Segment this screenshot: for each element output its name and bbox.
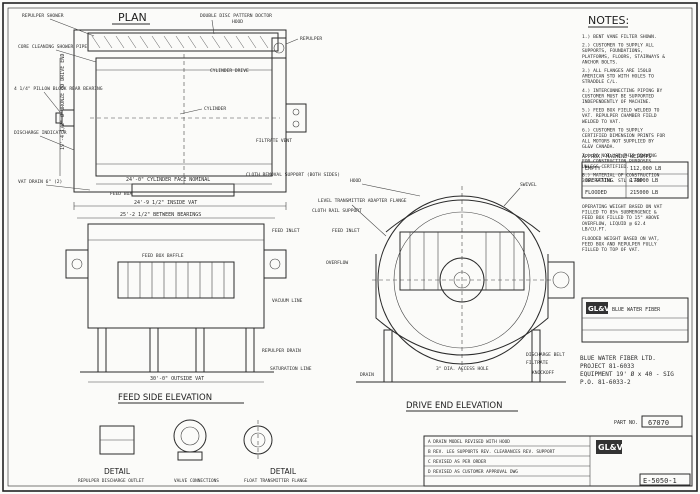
- revision-c: C REVISED AS PER ORDER: [428, 459, 487, 465]
- drawing-number: E-5050-1: [643, 477, 677, 485]
- po-number: P.O. 81-6033-2: [580, 379, 631, 386]
- weight-empty-label: EMPTY: [585, 166, 601, 172]
- plan-callout-vat-drain: VAT DRAIN 6" (2): [18, 179, 62, 185]
- plan-vat-outline: [73, 29, 287, 193]
- plan-callout-filtrate-vent: FILTRATE VENT: [256, 138, 292, 144]
- revision-a: A DRAIN MODEL REVISED WITH HOOD: [428, 439, 510, 445]
- note-item: 1.) BENT VANE FILTER SHOWN.: [582, 34, 657, 40]
- plan-title: PLAN: [118, 11, 147, 24]
- feed-callout-repulper-drain: REPULPER DRAIN: [262, 348, 301, 354]
- plan-callout-cloth-removal: CLOTH REMOVAL SUPPORT (BOTH SIDES): [246, 172, 340, 178]
- details-row: DETAIL REPULPER DISCHARGE OUTLET VALVE C…: [78, 419, 308, 484]
- weight-empty-value: 112,000 LB: [630, 166, 661, 172]
- detail-a-caption: REPULPER DISCHARGE OUTLET: [78, 478, 144, 484]
- plan-callout-doctor: DOUBLE DISC PATTERN DOCTOR: [200, 13, 272, 19]
- weight-operating-value: 178000 LB: [630, 178, 658, 184]
- title-brand-logo: [596, 440, 622, 454]
- title-block: A DRAIN MODEL REVISED WITH HOOD B REV. L…: [423, 435, 693, 487]
- drive-callout-overflow: OVERFLOW: [326, 260, 348, 266]
- weight-operating-label: OPERATING: [585, 178, 613, 184]
- company-block: GL&V BLUE WATER FIBER BLUE WATER FIBER L…: [580, 297, 689, 428]
- plan-dim-inside-vat: 24'-9 1/2" INSIDE VAT: [134, 200, 197, 206]
- drive-callout-drain: DRAIN: [360, 372, 374, 378]
- notes-block: NOTES: 1.) BENT VANE FILTER SHOWN. 2.) CU…: [582, 14, 665, 184]
- feed-dim-outside-vat: 30'-0" OUTSIDE VAT: [150, 376, 204, 382]
- part-no-value: 67070: [648, 419, 669, 427]
- company-product: BLUE WATER FIBER: [612, 307, 661, 313]
- plan-dim-cylinder-dia: 19'-4 1/2" Ø BRONZE OD DRIVE END: [59, 54, 66, 150]
- feed-dim-between-bearings: 25'-2 1/2" BETWEEN BEARINGS: [120, 212, 201, 218]
- drive-callout-swivel: SWIVEL: [520, 182, 537, 188]
- drive-callout-level-transmitter: LEVEL TRANSMITTER ADAPTER FLANGE: [318, 198, 407, 204]
- plan-callout-hood: HOOD: [232, 19, 243, 25]
- feed-side-elevation: 30'-0" OUTSIDE VAT 25'-2 1/2" BETWEEN BE…: [65, 212, 312, 404]
- plan-callout-discharge-indicator: DISCHARGE INDICATOR: [14, 130, 67, 136]
- feed-side-title: FEED SIDE ELEVATION: [118, 393, 212, 403]
- plan-callout-feed-box: FEED BOX: [110, 191, 132, 197]
- drive-callout-discharge-belt: DISCHARGE BELT: [526, 352, 565, 358]
- brand-logo: [586, 302, 608, 314]
- detail-valve-caption: VALVE CONNECTIONS: [174, 478, 219, 484]
- project-number: PROJECT 81-6033: [580, 363, 635, 370]
- feed-callout-saturation: SATURATION LINE: [270, 366, 312, 372]
- plan-dim-cylinder-face: 24'-0" CYLINDER FACE NOMINAL: [126, 177, 210, 183]
- plan-callout-repulper-shower: REPULPER SHOWER: [22, 13, 64, 19]
- sheet-inner-border: [7, 7, 693, 487]
- part-no-label: PART NO.: [614, 420, 638, 426]
- weight-flooded-label: FLOODED: [585, 190, 607, 196]
- drive-callout-feed-inlet: FEED INLET: [332, 228, 360, 234]
- weights-table: APPROX. MACHINE WEIGHTS EMPTY 112,000 LB…: [581, 154, 689, 253]
- detail-b-title: DETAIL: [270, 467, 297, 476]
- plan-callout-core-shower: CORE CLEANING SHOWER PIPE: [18, 44, 87, 50]
- customer-name: BLUE WATER FIBER LTD.: [580, 355, 656, 362]
- detail-b-caption: FLOAT TRANSMITTER FLANGE: [244, 478, 308, 484]
- drive-callout-filtrate: FILTRATE: [526, 360, 548, 366]
- plan-callout-cylinder: CYLINDER: [204, 106, 226, 112]
- weights-heading: APPROX. MACHINE WEIGHTS: [582, 154, 651, 160]
- drive-callout-knockoff: KNOCKOFF: [532, 370, 554, 376]
- drive-callout-access-hole: 3" DIA. ACCESS HOLE: [436, 366, 489, 372]
- plan-callout-repulper: REPULPER: [300, 36, 322, 42]
- drive-callout-cloth-rail: CLOTH RAIL SUPPORT: [312, 208, 362, 214]
- drive-end-title: DRIVE END ELEVATION: [406, 401, 502, 411]
- plan-callout-pillow-block: 4 1/4" PILLOW BLOCK REAR BEARING: [14, 86, 103, 92]
- plan-view: PLAN 24'-9 1/2" INSIDE VAT: [14, 11, 340, 210]
- equipment-number: EQUIPMENT 19' Ø x 40 - SIG: [580, 371, 674, 378]
- notes-heading: NOTES:: [588, 14, 629, 27]
- title-brand-text: GL&V: [598, 443, 624, 452]
- drive-end-elevation: LEVEL TRANSMITTER ADAPTER FLANGE FEED IN…: [312, 178, 575, 412]
- plan-callout-cylinder-drive: CYLINDER DRIVE: [210, 68, 249, 74]
- flooded-weight-note: FLOODED WEIGHT BASED ON VAT,FEED BOX AND…: [582, 236, 659, 253]
- weight-flooded-value: 215000 LB: [630, 190, 658, 196]
- drive-callout-hood: HOOD: [350, 178, 361, 184]
- notes-list: 1.) BENT VANE FILTER SHOWN. 2.) CUSTOMER …: [582, 34, 665, 184]
- feed-callout-vacuum-line: VACUUM LINE: [272, 298, 303, 304]
- brand-logo-text: GL&V: [588, 305, 610, 313]
- feed-callout-baffle: FEED BOX BAFFLE: [142, 253, 184, 259]
- detail-a-title: DETAIL: [104, 467, 131, 476]
- revision-b: B REV. LEG SUPPORTS REV. CLEARANCES REV.…: [428, 449, 555, 455]
- feed-callout-inlet: FEED INLET: [272, 228, 300, 234]
- revision-d: D REVISED AS CUSTOMER APPROVAL DWG: [428, 469, 518, 475]
